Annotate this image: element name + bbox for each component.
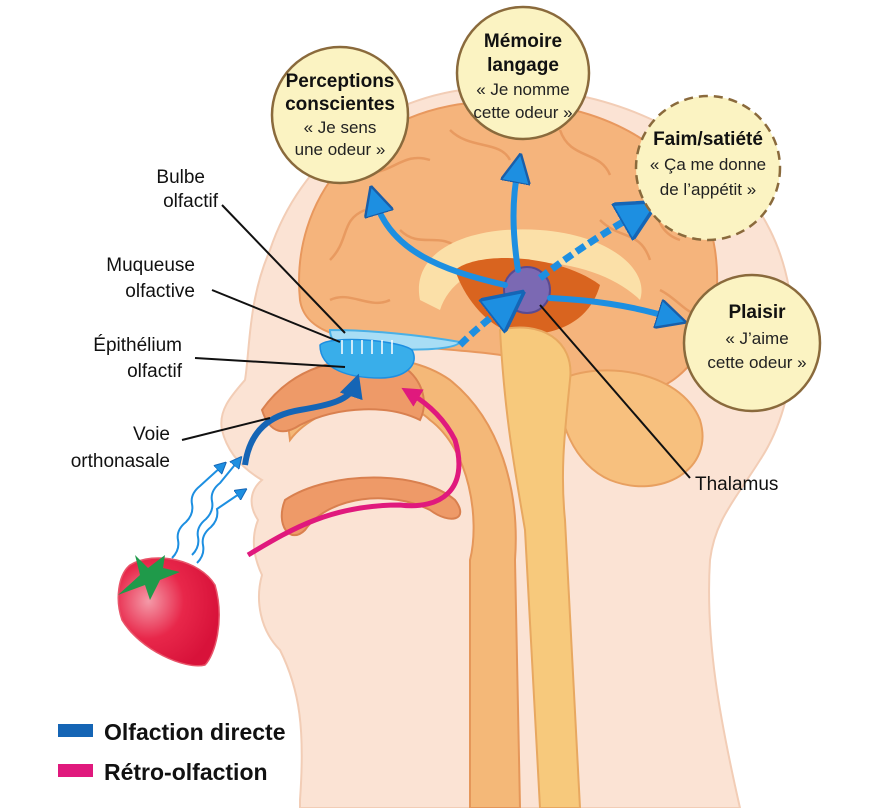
bubble-title: Faim/satiété [653, 129, 763, 150]
cerebellum [558, 369, 704, 488]
bubble-memoire: Mémoire langage « Je nomme cette odeur » [455, 5, 591, 141]
leader-muqueuse [211, 289, 341, 343]
leader-epithelium [194, 357, 346, 368]
olfactory-epithelium [319, 338, 415, 379]
bubble-quote: « Je nomme [476, 80, 570, 99]
label-bulbe: olfactif [163, 191, 219, 212]
pathway-bulb-to-thalamus [457, 304, 508, 348]
odor-waves [171, 461, 242, 564]
bubble-quote: cette odeur » [473, 103, 572, 122]
bubble-perceptions: Perceptions conscientes « Je sens une od… [270, 45, 410, 185]
label-voie: orthonasale [71, 451, 170, 472]
label-muqueuse: Muqueuse [106, 255, 195, 276]
olfactory-cilia [341, 340, 393, 354]
brainstem [498, 326, 582, 808]
bubble-title: langage [487, 55, 559, 76]
corpus-callosum [418, 229, 642, 310]
leader-thalamus [539, 304, 691, 479]
bubble-quote: cette odeur » [707, 353, 806, 372]
bubble-quote: « Je sens [304, 118, 377, 137]
label-thalamus: Thalamus [695, 474, 778, 495]
pathway-to-memoire [514, 168, 519, 273]
pathway-to-faim [537, 212, 640, 281]
retronasal-arrow [246, 387, 462, 558]
bubble-faim: Faim/satiété « Ça me donne de l’appétit … [634, 94, 782, 242]
leader-voie [181, 417, 271, 441]
bubble-title: conscientes [285, 94, 395, 115]
bubble-title: Mémoire [484, 31, 562, 52]
legend: Olfaction directe Rétro-olfaction [58, 719, 285, 785]
bubble-quote: « J’aime [725, 329, 788, 348]
legend-label-direct: Olfaction directe [104, 719, 285, 745]
label-bulbe: Bulbe [156, 167, 205, 188]
legend-label-retro: Rétro-olfaction [104, 759, 268, 785]
pathway-to-plaisir [547, 295, 672, 318]
pathway-to-perceptions [375, 200, 508, 288]
bubble-plaisir: Plaisir « J’aime cette odeur » [682, 273, 822, 413]
bubble-quote: « Ça me donne [650, 155, 766, 174]
palate [280, 476, 462, 537]
label-muqueuse: olfactive [125, 281, 195, 302]
label-epithelium: olfactif [127, 361, 183, 382]
label-voie: Voie [133, 424, 170, 445]
bubble-quote: de l’appétit » [660, 180, 756, 199]
legend-swatch-direct [58, 724, 93, 737]
legend-swatch-retro [58, 764, 93, 777]
orthonasal-arrow [242, 373, 363, 466]
label-epithelium: Épithélium [93, 335, 182, 356]
strawberry-icon [117, 555, 220, 667]
bubble-title: Perceptions [286, 71, 395, 92]
bubble-quote: une odeur » [295, 140, 386, 159]
bubble-title: Plaisir [728, 302, 786, 323]
leader-bulbe [221, 204, 346, 334]
